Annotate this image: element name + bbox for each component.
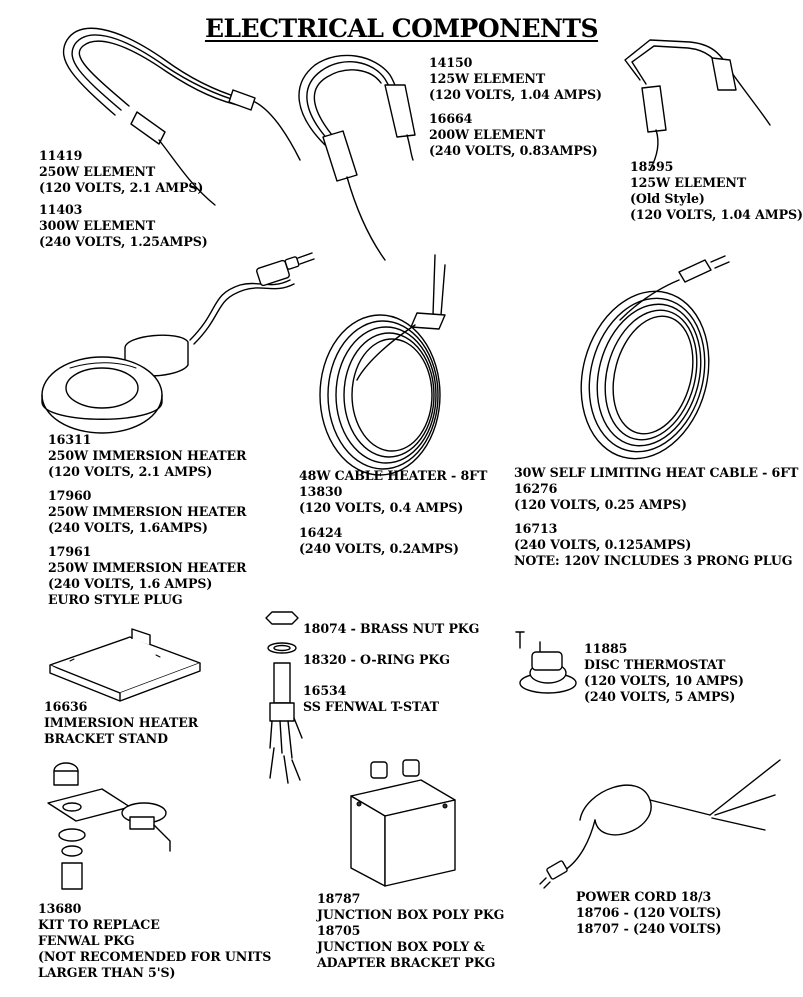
bracket-stand-icon [49, 628, 201, 702]
heating-element-icon [624, 39, 771, 171]
item-16664-caption: 16664 200W ELEMENT (240 VOLTS, 0.83AMPS) [429, 111, 598, 158]
item-13680-caption: 13680 KIT TO REPLACE FENWAL PKG (NOT REC… [38, 901, 272, 980]
item-11403-caption: 11403 300W ELEMENT (240 VOLTS, 1.25AMPS) [39, 202, 208, 249]
immersion-heater-icon [41, 252, 315, 434]
item-18320-caption: 18320 - O-RING PKG [303, 652, 450, 667]
item-11885-caption: 11885 DISC THERMOSTAT (120 VOLTS, 10 AMP… [584, 641, 744, 704]
item-17960-caption: 17960 250W IMMERSION HEATER (240 VOLTS, … [48, 488, 247, 535]
item-18595-caption: 18595 125W ELEMENT (Old Style) (120 VOLT… [630, 159, 803, 222]
fenwal-tstat-icon [265, 611, 303, 784]
page-title: ELECTRICAL COMPONENTS [204, 14, 599, 43]
heating-element-icon [298, 54, 416, 261]
item-16713-caption: 16713 (240 VOLTS, 0.125AMPS) NOTE: 120V … [514, 521, 793, 568]
item-16424-caption: 16424 (240 VOLTS, 0.2AMPS) [299, 525, 459, 556]
junction-box-icon [350, 759, 456, 887]
item-13830-caption: 48W CABLE HEATER - 8FT 13830 (120 VOLTS,… [299, 468, 488, 515]
self-limiting-cable-coil-icon [580, 255, 730, 460]
item-18074-caption: 18074 - BRASS NUT PKG [303, 621, 480, 636]
item-16636-caption: 16636 IMMERSION HEATER BRACKET STAND [44, 699, 199, 746]
item-18787-caption: 18787 JUNCTION BOX POLY PKG 18705 JUNCTI… [317, 891, 505, 970]
item-17961-caption: 17961 250W IMMERSION HEATER (240 VOLTS, … [48, 544, 247, 607]
heating-element-icon [62, 27, 301, 206]
item-18706-caption: POWER CORD 18/3 18706 - (120 VOLTS) 1870… [576, 889, 722, 936]
item-16534-caption: 16534 SS FENWAL T-STAT [303, 683, 439, 714]
disc-thermostat-icon [515, 631, 577, 694]
item-16311-caption: 16311 250W IMMERSION HEATER (120 VOLTS, … [48, 432, 247, 479]
item-16276-caption: 30W SELF LIMITING HEAT CABLE - 6FT 16276… [514, 465, 799, 512]
item-14150-caption: 14150 125W ELEMENT (120 VOLTS, 1.04 AMPS… [429, 55, 602, 102]
fenwal-kit-icon [47, 762, 171, 890]
power-cord-icon [539, 759, 781, 889]
cable-heater-coil-icon [319, 254, 446, 476]
item-11419-caption: 11419 250W ELEMENT (120 VOLTS, 2.1 AMPS) [39, 148, 204, 195]
